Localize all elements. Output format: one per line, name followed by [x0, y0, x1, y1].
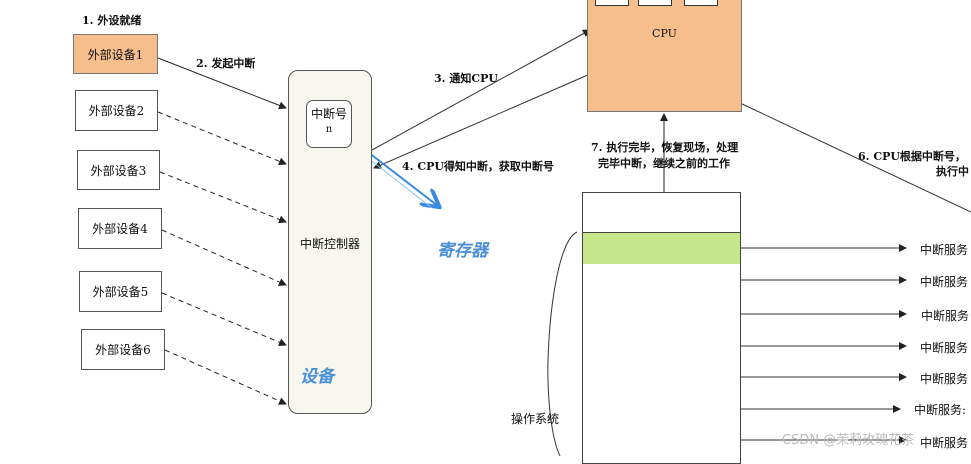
step6-label-line1: 6. CPU根据中断号， [858, 150, 966, 163]
step7-label-line1: 7. 执行完毕，恢复现场，处理 [591, 141, 739, 154]
device-3: 外部设备3 [77, 150, 160, 190]
vector-table-row [582, 326, 741, 360]
device-annotation: 设备 [300, 367, 334, 387]
step4-label: 4. CPU得知中断，获取中断号 [402, 160, 554, 173]
vector-table-row-active [582, 232, 741, 265]
step7-label-line2: 完毕中断，继续之前的工作 [598, 157, 730, 170]
step6-label-line2: 执行中 [936, 165, 969, 178]
arrow-device5-to-controller [161, 292, 287, 346]
os-brace [547, 231, 578, 456]
cpu-box: CPU [587, 0, 742, 112]
step3-label: 3. 通知CPU [434, 72, 498, 85]
device-1: 外部设备1 [73, 34, 158, 74]
step1-label: 1. 外设就绪 [82, 14, 142, 27]
service-label: 中断服务 [920, 341, 969, 355]
arrow-device6-to-controller [164, 349, 287, 405]
interrupt-number-title: 中断号 [310, 107, 347, 121]
service-label: 中断服务 [920, 372, 969, 386]
arrow-cpu-to-service [739, 102, 971, 213]
vector-table-row [582, 294, 741, 327]
device-5: 外部设备5 [79, 271, 162, 312]
cpu-register-slot [638, 0, 672, 6]
arrow-device1-to-controller [157, 57, 287, 110]
interrupt-number-value: n [325, 124, 333, 135]
vector-table-row [582, 424, 741, 464]
service-label: 中断服务 [920, 275, 969, 289]
os-label: 操作系统 [511, 412, 560, 426]
watermark: CSDN @茉莉玫瑰花茶 [782, 433, 915, 448]
controller-label: 中断控制器 [299, 237, 360, 251]
interrupt-controller: 中断控制器 [288, 70, 372, 414]
device-2: 外部设备2 [75, 90, 158, 131]
arrow-device4-to-controller [161, 229, 287, 286]
interrupt-number-box: 中断号 n [306, 100, 352, 148]
arrow-device3-to-controller [159, 171, 287, 224]
register-annotation: 寄存器 [437, 241, 488, 261]
service-label: 中断服务 [920, 436, 969, 450]
arrow-cpu-to-controller [373, 73, 591, 169]
vector-table-row [582, 391, 741, 425]
device-6: 外部设备6 [81, 329, 165, 370]
vector-table-header-row [582, 192, 741, 233]
step2-label: 2. 发起中断 [196, 57, 256, 70]
vector-table-row [582, 359, 741, 392]
service-label: 中断服务 [920, 243, 969, 257]
service-label: 中断服务: [914, 403, 967, 417]
service-label: 中断服务 [921, 309, 970, 323]
cpu-register-slot [595, 0, 629, 6]
cpu-register-slot [684, 0, 718, 6]
cpu-label: CPU [652, 27, 677, 40]
device-4: 外部设备4 [78, 208, 162, 249]
arrow-device2-to-controller [157, 111, 287, 166]
vector-table-row [582, 264, 741, 295]
arrow-controller-to-cpu [371, 29, 591, 151]
